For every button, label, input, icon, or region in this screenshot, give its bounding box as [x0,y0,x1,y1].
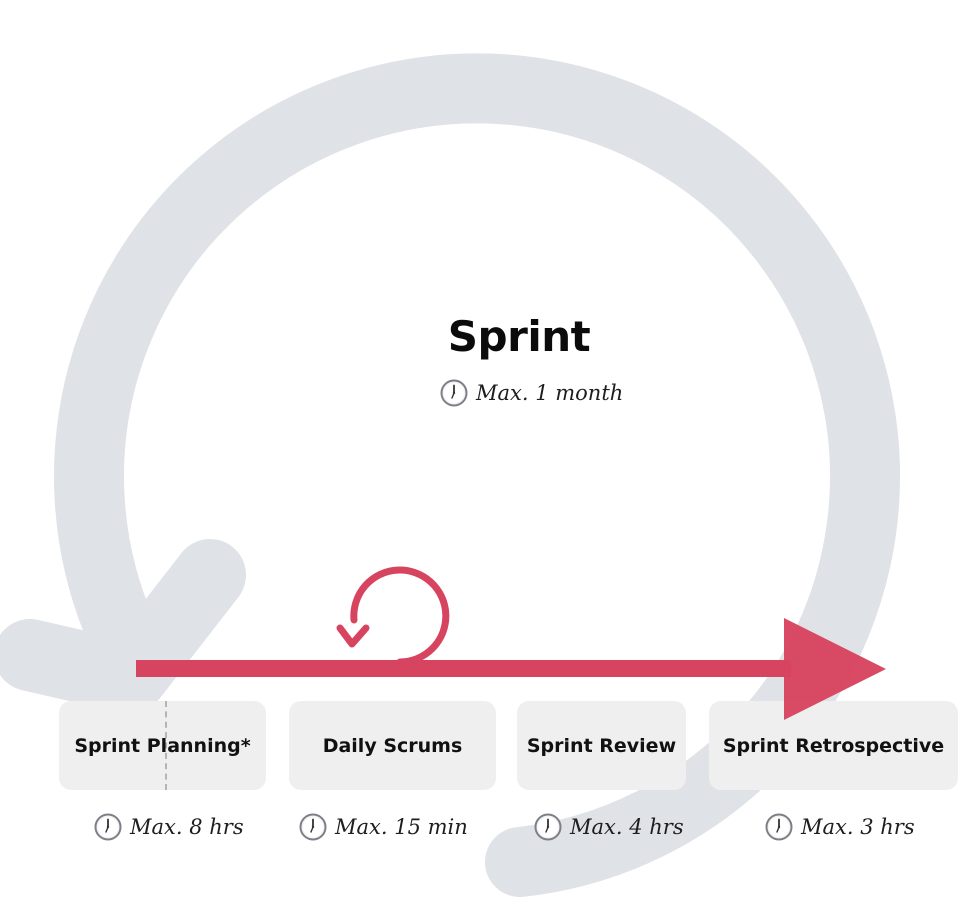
clock-icon [94,813,122,841]
sprint-title: Sprint [447,312,591,361]
event-sprint-review: Sprint Review [517,701,686,790]
retrospective-timebox-label: Max. 3 hrs [801,815,915,839]
clock-icon [534,813,562,841]
event-daily-scrums-label: Daily Scrums [322,734,463,757]
planning-timebox: Max. 8 hrs [94,813,244,841]
event-daily-scrums: Daily Scrums [289,701,496,790]
clock-icon [299,813,327,841]
review-timebox-label: Max. 4 hrs [570,815,684,839]
review-timebox: Max. 4 hrs [534,813,684,841]
retrospective-timebox: Max. 3 hrs [765,813,915,841]
clock-icon [440,379,468,407]
planning-timebox-label: Max. 8 hrs [130,815,244,839]
sprint-timebox-label: Max. 1 month [476,381,624,405]
event-sprint-review-label: Sprint Review [526,734,677,757]
planning-divider [165,701,167,790]
event-sprint-retrospective: Sprint Retrospective [709,701,958,790]
event-sprint-retrospective-label: Sprint Retrospective [722,734,945,757]
sprint-timebox: Max. 1 month [440,379,623,407]
daily-scrum-timebox: Max. 15 min [299,813,468,841]
daily-scrum-timebox-label: Max. 15 min [335,815,468,839]
event-sprint-planning: Sprint Planning* [59,701,266,790]
event-sprint-planning-label: Sprint Planning* [74,734,251,757]
clock-icon [765,813,793,841]
